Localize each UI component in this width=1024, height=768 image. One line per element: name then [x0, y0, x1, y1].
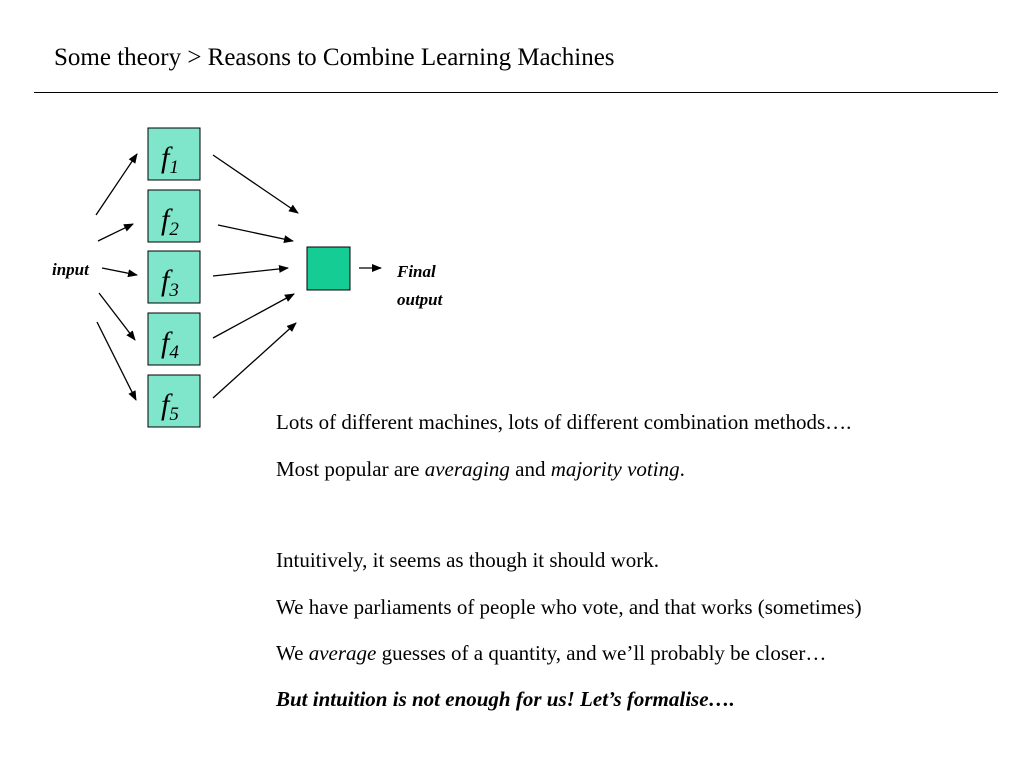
- combiner-box: [306, 246, 351, 291]
- combine-arrow-3: [212, 264, 289, 277]
- body-line-5-pre: We: [276, 641, 309, 665]
- input-arrow-1: [95, 153, 138, 216]
- function-subscript: 4: [169, 342, 179, 363]
- body-line-4: We have parliaments of people who vote, …: [276, 595, 862, 619]
- function-subscript: 3: [168, 280, 179, 301]
- combine-arrow-1: [212, 154, 299, 214]
- body-line-3: Intuitively, it seems as though it shoul…: [276, 548, 660, 572]
- function-subscript: 2: [169, 219, 179, 240]
- combine-arrow-2: [217, 224, 294, 244]
- combine-arrow-4: [212, 293, 295, 339]
- average-emphasis: average: [308, 641, 377, 665]
- function-box-5: f5: [147, 374, 201, 428]
- majority-voting-emphasis: majority voting: [550, 457, 680, 481]
- function-subscript: 5: [169, 404, 179, 425]
- function-box-1: f1: [147, 127, 201, 181]
- final-output-label-line1: Final: [396, 262, 436, 281]
- body-line-5-post: guesses of a quantity, and we’ll probabl…: [376, 641, 827, 665]
- function-box-4: f4: [147, 312, 201, 366]
- body-line-2-post: .: [679, 457, 685, 481]
- averaging-emphasis: averaging: [424, 457, 510, 481]
- input-arrow-3: [101, 267, 138, 278]
- body-line-2-mid: and: [509, 457, 551, 481]
- combine-arrow-5: [212, 322, 297, 399]
- input-label: input: [52, 260, 90, 279]
- slide-title: Some theory > Reasons to Combine Learnin…: [54, 44, 615, 71]
- function-box-2: f2: [147, 189, 201, 243]
- input-arrow-4: [98, 292, 136, 341]
- function-subscript: 1: [169, 157, 179, 178]
- final-output-label-line2: output: [397, 290, 444, 309]
- body-line-6: But intuition is not enough for us! Let’…: [276, 687, 735, 711]
- body-line-2: Most popular are averaging and majority …: [276, 457, 685, 482]
- body-line-1: Lots of different machines, lots of diff…: [276, 410, 852, 434]
- body-line-5: We average guesses of a quantity, and we…: [276, 641, 826, 666]
- input-arrow-2: [97, 223, 134, 242]
- title-divider: [34, 92, 998, 93]
- function-box-3: f3: [147, 250, 201, 304]
- input-arrow-5: [96, 321, 137, 401]
- body-line-2-pre: Most popular are: [276, 457, 425, 481]
